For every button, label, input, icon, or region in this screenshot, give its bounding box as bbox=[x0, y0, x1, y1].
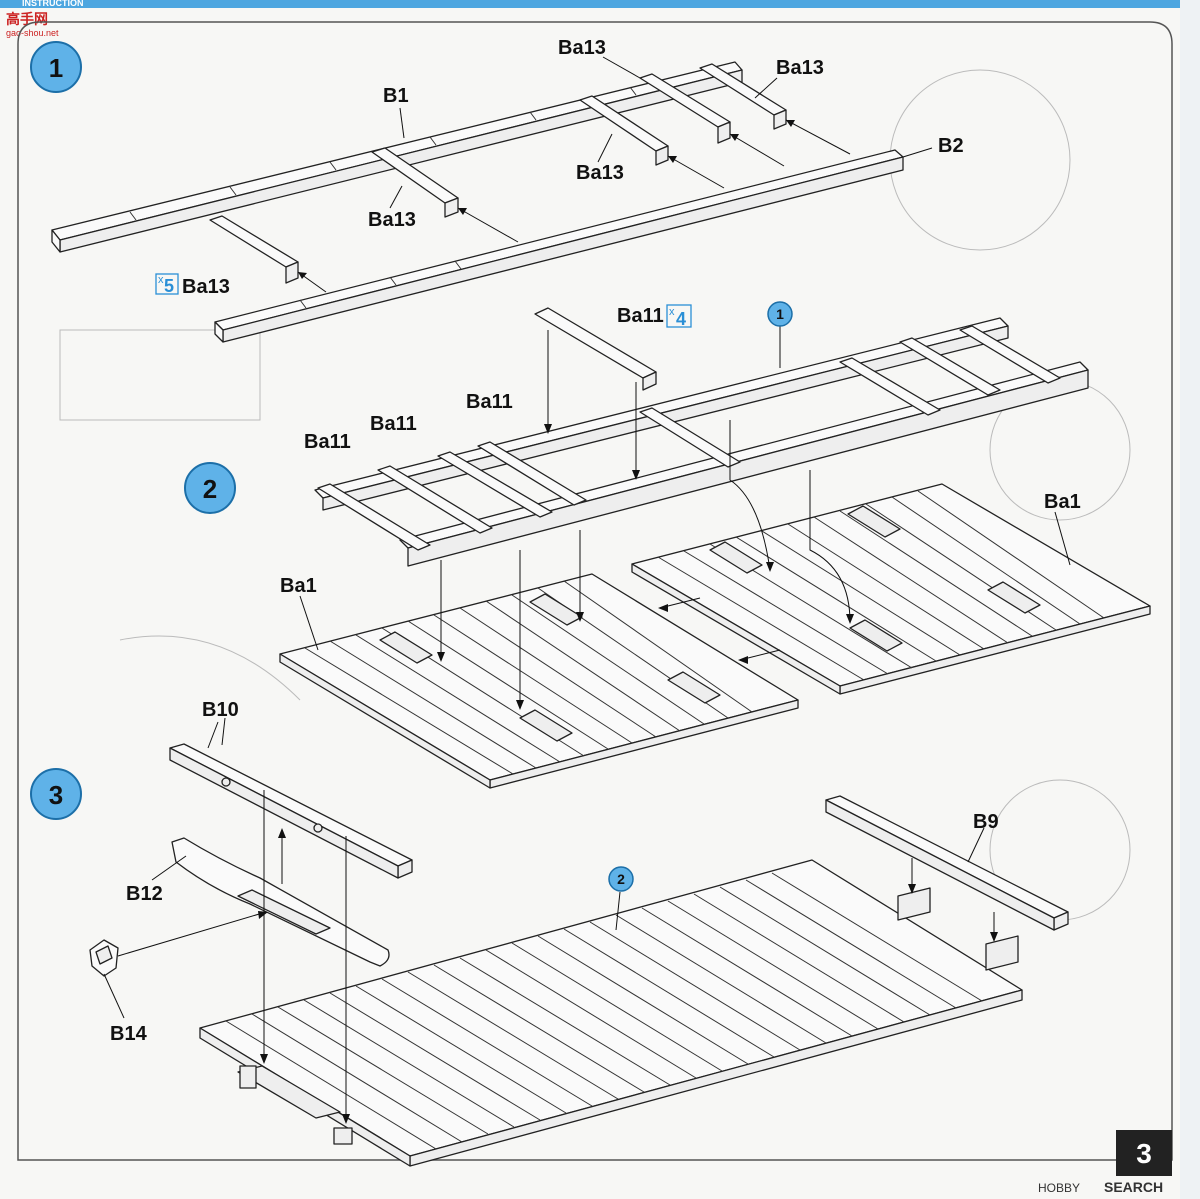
part-assembled-frame bbox=[314, 317, 1089, 567]
label-ba13-top: Ba13 bbox=[558, 37, 606, 59]
qty-ba13: 5 bbox=[164, 276, 174, 296]
label-ba13-qty: Ba13 bbox=[182, 276, 230, 298]
part-b2-rail bbox=[214, 149, 904, 343]
page-number-box: 3 bbox=[1116, 1130, 1172, 1176]
watermark: HOBBY SEARCH bbox=[1038, 1179, 1163, 1195]
label-b10: B10 bbox=[202, 699, 239, 721]
label-ba13-mid: Ba13 bbox=[576, 162, 624, 184]
label-ba13-left: Ba13 bbox=[368, 209, 416, 231]
step-1: 1 bbox=[30, 37, 964, 343]
callout-step-1-number: 1 bbox=[776, 306, 784, 322]
step-2: 2 bbox=[184, 301, 1151, 789]
qty-ba11: 4 bbox=[676, 309, 686, 329]
callout-step-2-ref: 2 bbox=[608, 866, 634, 892]
label-b14: B14 bbox=[110, 1023, 148, 1045]
corner-logo-text: 高手网 bbox=[6, 11, 48, 27]
step-3-badge: 3 bbox=[30, 768, 82, 820]
callout-step-1-ref: 1 bbox=[767, 301, 793, 327]
part-assembled-floor bbox=[199, 859, 1023, 1167]
page-number: 3 bbox=[1136, 1138, 1152, 1169]
label-ba11-top: Ba11 bbox=[617, 305, 664, 327]
qty-badge-ba13: x 5 Ba13 bbox=[155, 273, 230, 298]
qty-prefix-ba11: x bbox=[669, 306, 675, 318]
step-2-badge: 2 bbox=[184, 462, 236, 514]
step-3-guide-lines bbox=[103, 721, 998, 1124]
part-b9-beam bbox=[825, 795, 1069, 931]
label-ba11-c: Ba11 bbox=[466, 391, 513, 413]
label-ba13-right: Ba13 bbox=[776, 57, 824, 79]
qty-badge-ba11: Ba11 x 4 bbox=[617, 304, 692, 329]
label-b9: B9 bbox=[973, 811, 999, 833]
label-ba1-left: Ba1 bbox=[280, 575, 317, 597]
step-1-guide-lines bbox=[297, 56, 933, 293]
label-b1: B1 bbox=[383, 85, 409, 107]
part-b14-hook bbox=[89, 939, 119, 977]
watermark-brand: HOBBY bbox=[1038, 1181, 1080, 1195]
label-b12: B12 bbox=[126, 883, 163, 905]
part-b12-bracket bbox=[171, 837, 390, 967]
qty-prefix-ba13: x bbox=[158, 274, 164, 286]
part-ba1-left-floor bbox=[279, 573, 799, 789]
step-1-badge: 1 bbox=[30, 41, 82, 93]
part-ba13-cross-members bbox=[209, 63, 787, 284]
step-1-number: 1 bbox=[49, 53, 63, 83]
step-3: 3 bbox=[30, 699, 1069, 1167]
page-margin bbox=[1180, 0, 1200, 1199]
watermark-rest: SEARCH bbox=[1104, 1179, 1163, 1195]
callout-step-2-number: 2 bbox=[617, 871, 625, 887]
label-ba11-b: Ba11 bbox=[370, 413, 417, 435]
corner-logo: 高手网 gao-shou.net bbox=[6, 11, 59, 38]
corner-logo-sub: gao-shou.net bbox=[6, 28, 59, 38]
part-ba1-right-floor bbox=[631, 483, 1151, 695]
label-b2: B2 bbox=[938, 135, 964, 157]
header-title: INSTRUCTION bbox=[22, 0, 84, 8]
part-b10-beam bbox=[169, 743, 413, 879]
header-bar: INSTRUCTION bbox=[0, 0, 1180, 8]
part-ba11-loose bbox=[534, 307, 657, 391]
step-2-number: 2 bbox=[203, 474, 217, 504]
label-ba11-a: Ba11 bbox=[304, 431, 351, 453]
step-2-guide-lines bbox=[221, 326, 1071, 746]
label-ba1-right: Ba1 bbox=[1044, 491, 1081, 513]
step-3-number: 3 bbox=[49, 780, 63, 810]
